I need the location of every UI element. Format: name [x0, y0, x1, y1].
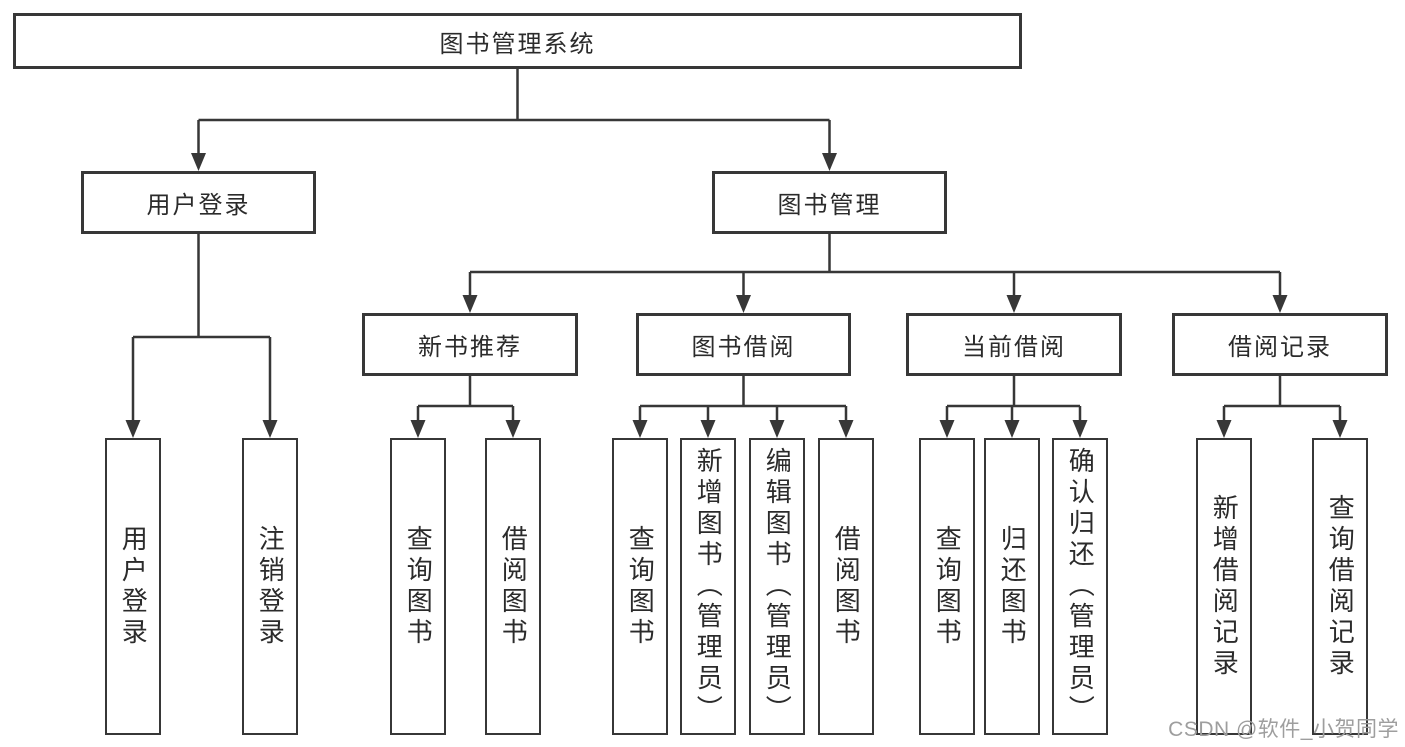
node-library-management-system: 图书管理系统: [13, 13, 1022, 69]
leaf-add-books-admin-label: 新增图书（管理员）: [693, 447, 724, 726]
branch-root-arrowheads: [191, 153, 837, 171]
leaf-borrow-books-recommend-label: 借阅图书: [498, 524, 529, 649]
branch-user-login-arrowheads: [125, 420, 278, 438]
leaf-edit-books-admin: 编辑图书（管理员）: [749, 438, 805, 735]
branch-book-management-arrowheads: [462, 295, 1288, 313]
node-book-management: 图书管理: [712, 171, 947, 234]
leaf-borrow-books-recommend: 借阅图书: [485, 438, 541, 735]
leaf-logout: 注销登录: [242, 438, 298, 735]
node-current-borrowing: 当前借阅: [906, 313, 1122, 376]
branch-new-book-recommendation: [416, 376, 515, 421]
leaf-logout-label: 注销登录: [255, 524, 286, 649]
node-borrowing-records: 借阅记录: [1172, 313, 1388, 376]
csdn-watermark: CSDN @软件_小贺同学: [1168, 718, 1399, 741]
leaf-query-books-current: 查询图书: [919, 438, 975, 735]
node-book-borrowing: 图书借阅: [636, 313, 851, 376]
branch-book-management: [468, 234, 1282, 296]
branch-borrowing-records-arrowheads: [1216, 420, 1348, 438]
leaf-confirm-return-admin: 确认归还（管理员）: [1052, 438, 1108, 735]
leaf-add-books-admin: 新增图书（管理员）: [680, 438, 736, 735]
branch-borrowing-records: [1222, 376, 1342, 421]
branch-current-borrowing: [945, 376, 1082, 421]
branch-root: [197, 69, 831, 154]
leaf-query-books-borrowing-label: 查询图书: [625, 524, 656, 649]
leaf-user-login: 用户登录: [105, 438, 161, 735]
leaf-add-borrow-record-label: 新增借阅记录: [1209, 493, 1240, 680]
leaf-add-borrow-record: 新增借阅记录: [1196, 438, 1252, 735]
branch-current-borrowing-arrowheads: [939, 420, 1088, 438]
leaf-confirm-return-admin-label: 确认归还（管理员）: [1065, 447, 1096, 726]
leaf-return-books: 归还图书: [984, 438, 1040, 735]
leaf-query-books-borrowing: 查询图书: [612, 438, 668, 735]
node-user-login: 用户登录: [81, 171, 316, 234]
leaf-query-books-current-label: 查询图书: [932, 524, 963, 649]
branch-user-login: [131, 234, 272, 421]
node-new-book-recommendation: 新书推荐: [362, 313, 578, 376]
leaf-return-books-label: 归还图书: [997, 524, 1028, 649]
branch-book-borrowing: [638, 376, 848, 421]
leaf-query-books-recommend-label: 查询图书: [403, 524, 434, 649]
leaf-borrow-books-borrowing: 借阅图书: [818, 438, 874, 735]
leaf-query-borrow-record-label: 查询借阅记录: [1325, 493, 1356, 680]
leaf-query-books-recommend: 查询图书: [390, 438, 446, 735]
leaf-edit-books-admin-label: 编辑图书（管理员）: [762, 447, 793, 726]
leaf-user-login-label: 用户登录: [118, 524, 149, 649]
branch-book-borrowing-arrowheads: [632, 420, 854, 438]
leaf-borrow-books-borrowing-label: 借阅图书: [831, 524, 862, 649]
leaf-query-borrow-record: 查询借阅记录: [1312, 438, 1368, 735]
branch-new-book-recommendation-arrowheads: [410, 420, 521, 438]
